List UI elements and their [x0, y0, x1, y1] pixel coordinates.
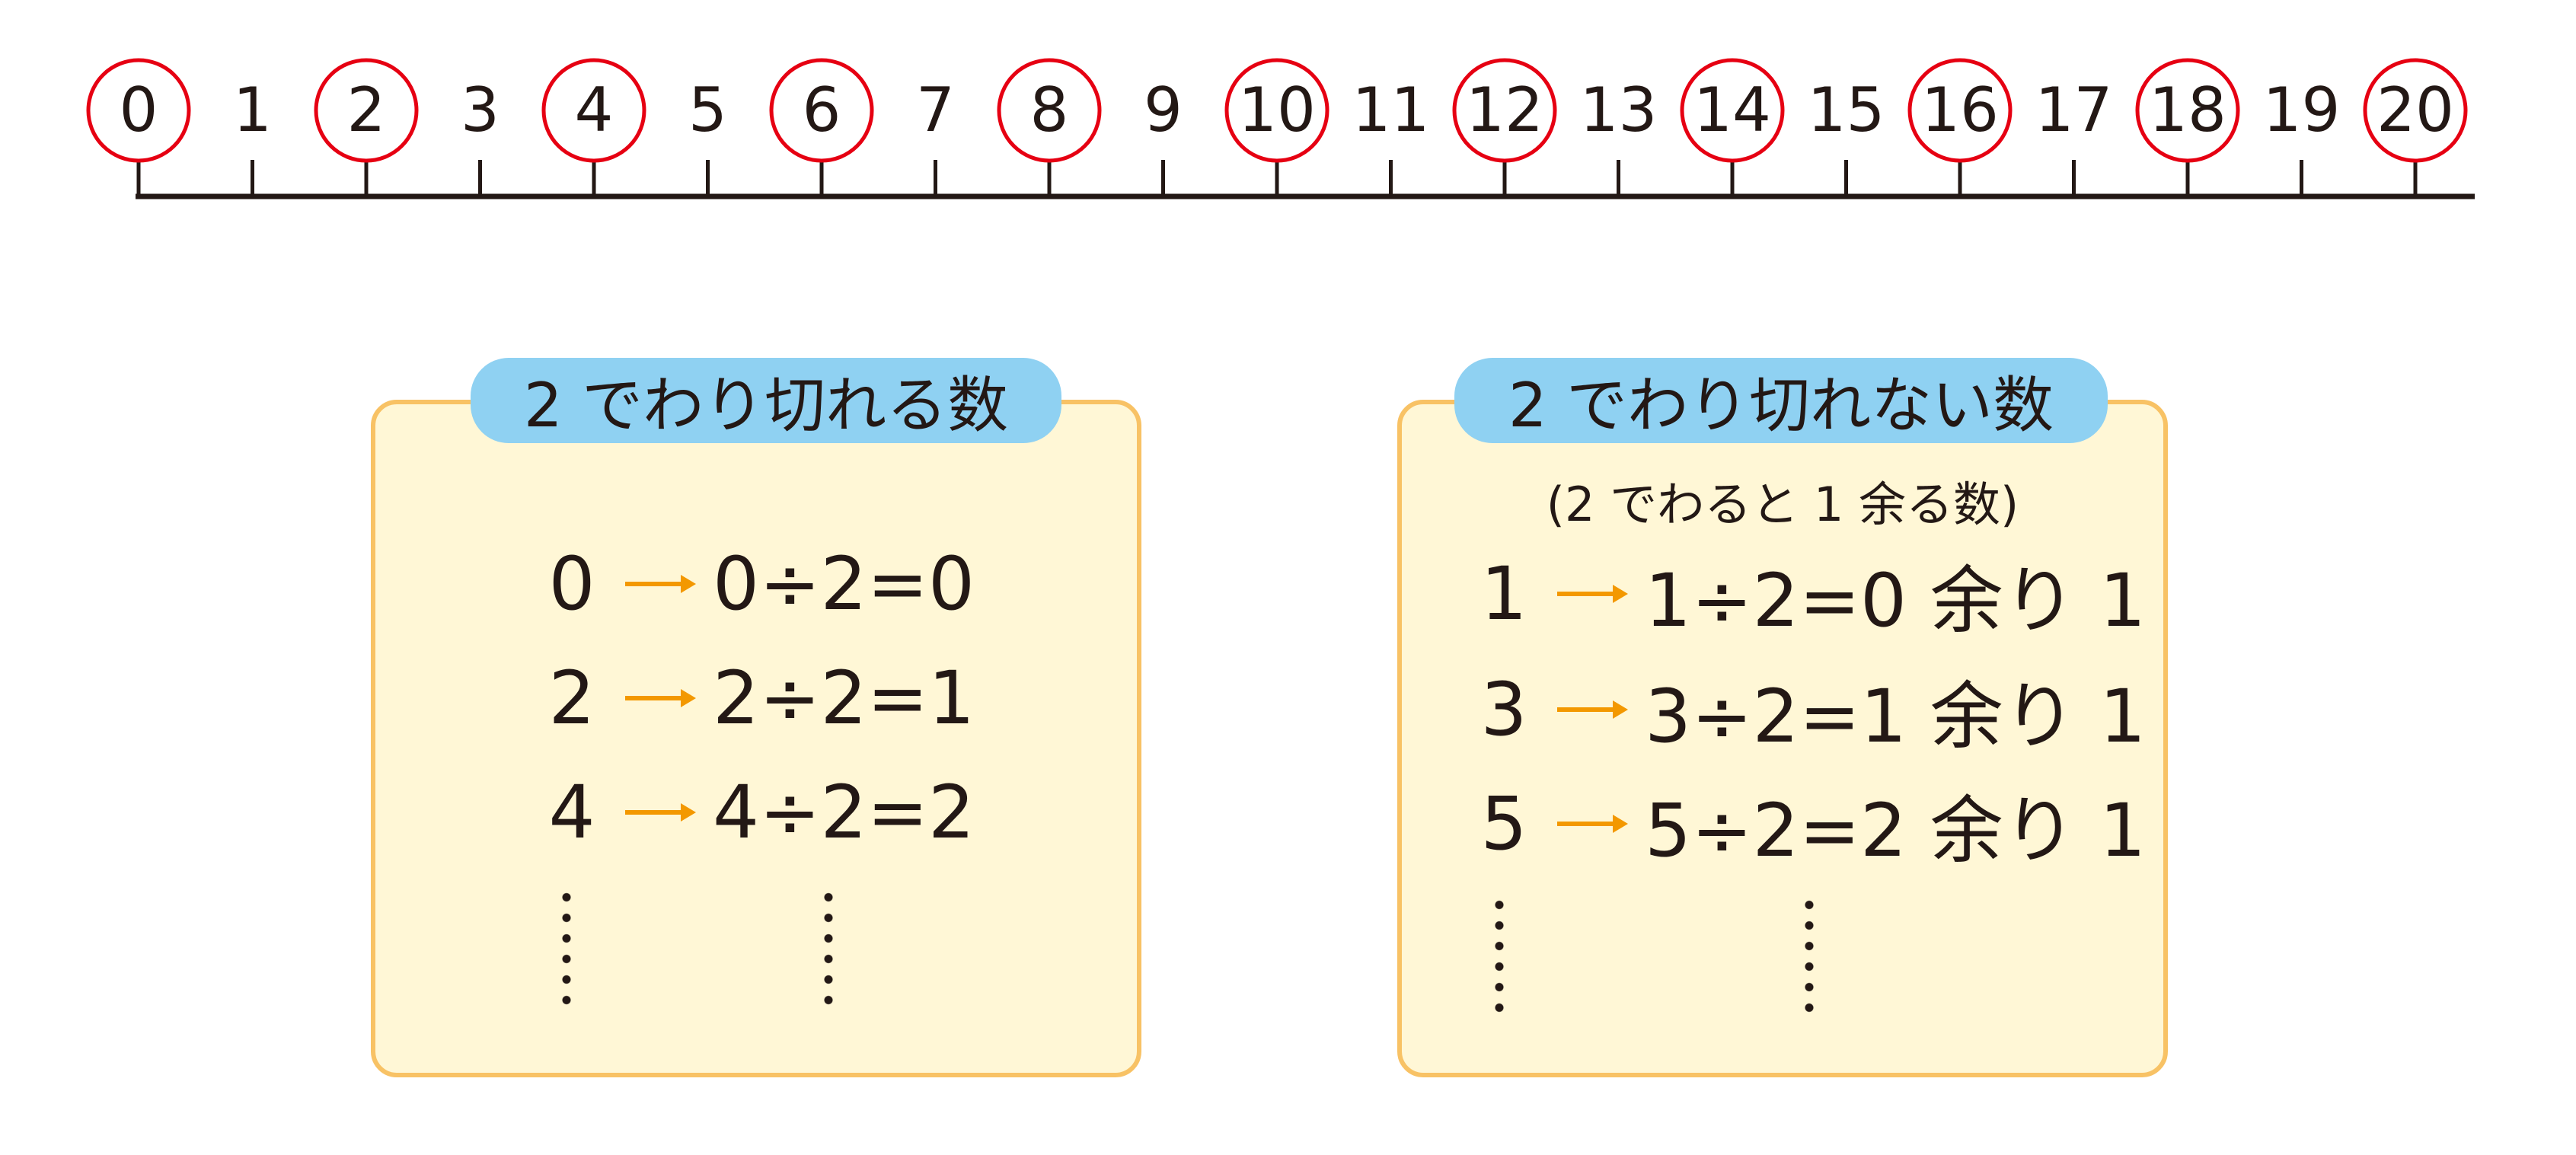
vertical-ellipsis-icon — [1805, 895, 1814, 1016]
number-line-circle-mark — [314, 58, 419, 163]
right-arrow-icon — [1557, 585, 1628, 603]
number-line-circle-mark — [2135, 58, 2240, 163]
right-row-2: 5 5÷2=2 余り 1 — [1470, 781, 2146, 873]
left-row-expression: 4÷2=2 — [713, 770, 975, 855]
left-row-2: 4 4÷2=2 — [538, 770, 975, 855]
number-line-circle-mark — [1907, 58, 2013, 163]
number-line-label: 6 — [803, 75, 841, 145]
right-row-number: 3 — [1480, 667, 1527, 752]
vertical-ellipsis-icon — [1495, 895, 1504, 1016]
number-line-circle-mark — [1680, 58, 1785, 163]
number-line-circle-mark — [769, 58, 874, 163]
number-line-label: 1 — [233, 75, 272, 145]
left-row-number: 2 — [548, 656, 595, 741]
number-line-label: 8 — [1030, 75, 1069, 145]
number-line-circle-mark — [1452, 58, 1557, 163]
number-line-label: 4 — [575, 75, 614, 145]
vertical-ellipsis-icon — [824, 887, 833, 1009]
number-line-label: 16 — [1921, 75, 1999, 145]
number-line-label: 13 — [1580, 75, 1658, 145]
right-arrow-icon — [625, 689, 696, 707]
divisible-by-two-box — [371, 400, 1141, 1077]
number-line-label: 20 — [2376, 75, 2454, 145]
number-line-label: 11 — [1352, 75, 1430, 145]
right-arrow-icon — [1557, 815, 1628, 833]
number-line-circle-mark — [997, 58, 1102, 163]
remainder-subtitle: (2 でわると 1 余る数) — [1546, 477, 2019, 532]
right-row-1: 3 3÷2=1 余り 1 — [1470, 667, 2146, 759]
number-line-label: 12 — [1466, 75, 1543, 145]
number-line-label: 9 — [1144, 75, 1183, 145]
number-line-circle-mark — [541, 58, 646, 163]
number-line-circle-mark — [86, 58, 191, 163]
right-arrow-icon — [1557, 700, 1628, 719]
right-row-expression: 5÷2=2 余り 1 — [1645, 787, 2147, 873]
vertical-ellipsis-icon — [562, 887, 571, 1009]
number-line-label: 5 — [688, 75, 727, 145]
number-line-label: 2 — [347, 75, 386, 145]
number-line-label: 10 — [1238, 75, 1316, 145]
right-row-number: 1 — [1480, 551, 1527, 637]
right-arrow-icon — [625, 575, 696, 593]
right-row-expression: 3÷2=1 余り 1 — [1645, 673, 2147, 759]
number-line-label: 17 — [2035, 75, 2113, 145]
not-divisible-by-two-box — [1397, 400, 2168, 1077]
number-line-label: 19 — [2263, 75, 2341, 145]
number-line-label: 3 — [461, 75, 500, 145]
number-line-label: 0 — [120, 75, 158, 145]
left-row-expression: 2÷2=1 — [713, 656, 975, 741]
not-divisible-by-two-title: 2 でわり切れない数 — [1454, 358, 2108, 443]
number-line-circle-mark — [1224, 58, 1329, 163]
left-row-1: 2 2÷2=1 — [538, 656, 975, 741]
number-line-circle-mark — [2363, 58, 2468, 163]
left-row-0: 0 0÷2=0 — [538, 541, 975, 627]
divisible-by-two-title: 2 でわり切れる数 — [471, 358, 1061, 443]
right-arrow-icon — [625, 803, 696, 822]
right-row-0: 1 1÷2=0 余り 1 — [1470, 551, 2146, 643]
number-line-label: 14 — [1693, 75, 1771, 145]
right-row-expression: 1÷2=0 余り 1 — [1645, 557, 2147, 643]
number-line-label: 18 — [2149, 75, 2226, 145]
left-row-number: 4 — [548, 770, 595, 855]
number-line-label: 15 — [1808, 75, 1885, 145]
right-row-number: 5 — [1480, 781, 1527, 866]
number-line-label: 7 — [916, 75, 955, 145]
left-row-expression: 0÷2=0 — [713, 541, 975, 627]
left-row-number: 0 — [548, 541, 595, 627]
